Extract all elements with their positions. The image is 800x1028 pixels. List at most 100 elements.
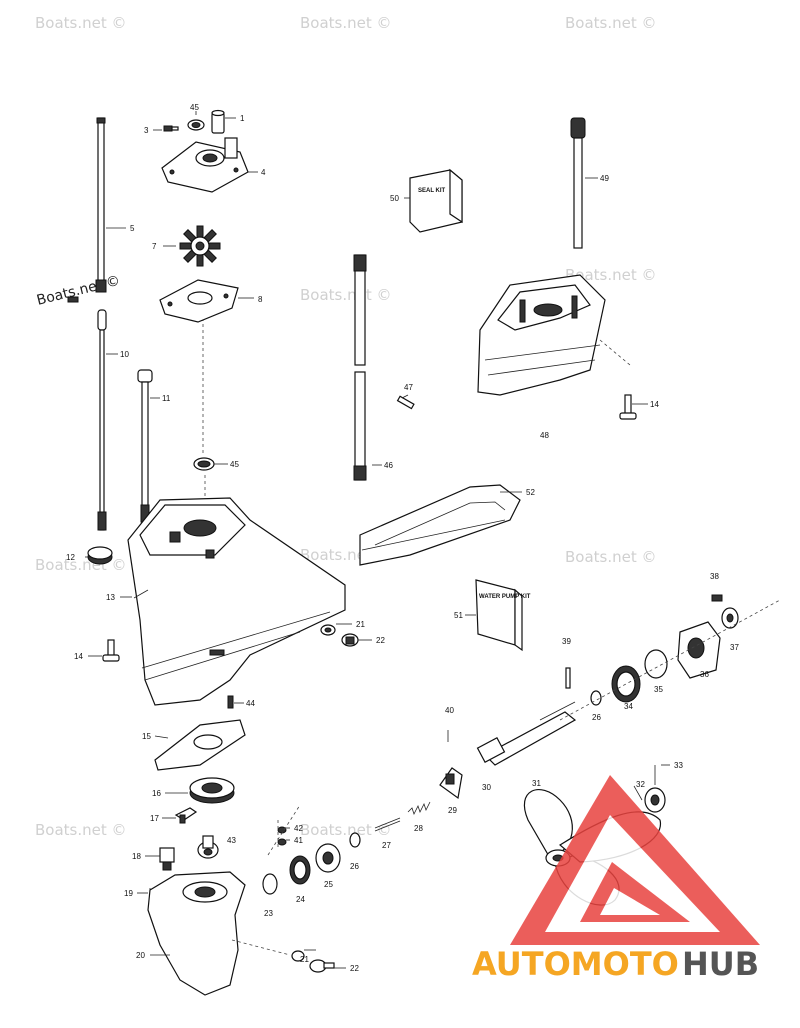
part-14-bolt-right (619, 394, 637, 420)
callout-29: 29 (448, 806, 457, 815)
callout-32: 32 (636, 780, 645, 789)
part-24-bearing (289, 855, 311, 885)
callout-16: 16 (152, 789, 161, 798)
part-46-drive-shaft (353, 254, 367, 481)
axis-line (599, 339, 631, 366)
part-7-impeller (179, 225, 221, 267)
part-48-exhaust-housing (477, 274, 606, 396)
watermark: Boats.net © (35, 821, 127, 839)
callout-13: 13 (106, 593, 115, 602)
part-45-seal-top (187, 119, 205, 131)
part-18-clip (159, 847, 175, 871)
part-47-pin (396, 395, 415, 410)
callout-48: 48 (540, 431, 549, 440)
callout-28: 28 (414, 824, 423, 833)
callout-42: 42 (294, 824, 303, 833)
part-17-bracket (174, 807, 198, 824)
watermark: Boats.net © (565, 548, 657, 566)
part-45-seal-middle (193, 457, 215, 471)
callout-52: 52 (526, 488, 535, 497)
part-35-o-ring (644, 649, 668, 679)
small-screw (67, 296, 79, 303)
part-29-clutch (439, 767, 463, 800)
callout-21: 21 (356, 620, 365, 629)
part-36-bearing-carrier (677, 621, 721, 679)
part-44-stud (227, 695, 234, 709)
logo-triangle-icon (510, 775, 760, 945)
callout-7: 7 (152, 242, 157, 251)
callout-47: 47 (404, 383, 413, 392)
part-42-nut (277, 826, 287, 834)
callout-23: 23 (264, 909, 273, 918)
part-37-seal (721, 607, 739, 629)
part-39-pin (565, 667, 571, 689)
part-27-pin (374, 817, 401, 832)
logo-text-hub: HUB (682, 945, 759, 983)
part-38-screw (711, 594, 723, 602)
callout-38: 38 (710, 572, 719, 581)
part-32-nut (644, 787, 666, 813)
callout-35: 35 (654, 685, 663, 694)
part-16-bearing (189, 777, 235, 804)
callout-27: 27 (382, 841, 391, 850)
part-14-bolt-left (102, 639, 120, 662)
logo-text-automoto: AUTOMOTO (472, 945, 679, 983)
part-11-bolt (137, 369, 153, 523)
callout-26: 26 (350, 862, 359, 871)
part-1-tube (211, 109, 225, 134)
part-41-washer (277, 838, 287, 846)
callout-50: 50 (390, 194, 399, 203)
callout-20: 20 (136, 951, 145, 960)
part-50-seal-kit: SEAL KIT (409, 168, 463, 233)
callout-30: 30 (482, 783, 491, 792)
callout-41: 41 (294, 836, 303, 845)
part-34-bearing (611, 665, 641, 703)
callout-36: 36 (700, 670, 709, 679)
part-3-screw (163, 125, 179, 132)
callout-22: 22 (376, 636, 385, 645)
callout-44: 44 (246, 699, 255, 708)
callout-49: 49 (600, 174, 609, 183)
seal-kit-label: SEAL KIT (418, 188, 446, 194)
part-28-spring (407, 801, 431, 816)
assembly-line (267, 804, 301, 856)
callout-22: 22 (350, 964, 359, 973)
callout-40: 40 (445, 706, 454, 715)
watermark: Boats.net © (300, 821, 392, 839)
callout-25: 25 (324, 880, 333, 889)
watermark-dark: Boats.net © (35, 273, 122, 309)
part-4-pump-housing (161, 137, 249, 193)
part-25-gear (315, 843, 341, 873)
callout-10: 10 (120, 350, 129, 359)
callout-11: 11 (162, 394, 171, 403)
part-21-washer-lower (291, 950, 305, 962)
callout-5: 5 (130, 224, 135, 233)
callouts: 1 45 3 4 5 7 8 10 11 45 12 13 14 21 22 4… (66, 103, 739, 973)
callout-15: 15 (142, 732, 151, 741)
callout-1: 1 (240, 114, 245, 123)
callout-3: 3 (144, 126, 149, 135)
part-10-shift-rod (97, 309, 107, 531)
part-5-rod (95, 117, 107, 293)
part-21-washer-upper (320, 624, 336, 636)
callout-18: 18 (132, 852, 141, 861)
part-22-plug-lower (309, 959, 335, 973)
watermarks: Boats.net © Boats.net © Boats.net © Boat… (35, 14, 657, 839)
part-15-gasket (154, 719, 246, 771)
watermark: Boats.net © (565, 266, 657, 284)
part-23-washer (262, 873, 278, 895)
part-43-pinion-gear (197, 835, 219, 859)
watermark: Boats.net © (300, 14, 392, 32)
part-13-pin (133, 589, 149, 599)
callout-12: 12 (66, 553, 75, 562)
callout-39: 39 (562, 637, 571, 646)
assembly-line (559, 599, 781, 721)
part-26-washer-right (590, 690, 602, 706)
callout-17: 17 (150, 814, 159, 823)
callout-26: 26 (592, 713, 601, 722)
callout-45: 45 (230, 460, 239, 469)
part-49-rod (570, 117, 586, 249)
callout-45: 45 (190, 103, 199, 112)
part-12-spacer (87, 546, 113, 565)
callout-33: 33 (674, 761, 683, 770)
